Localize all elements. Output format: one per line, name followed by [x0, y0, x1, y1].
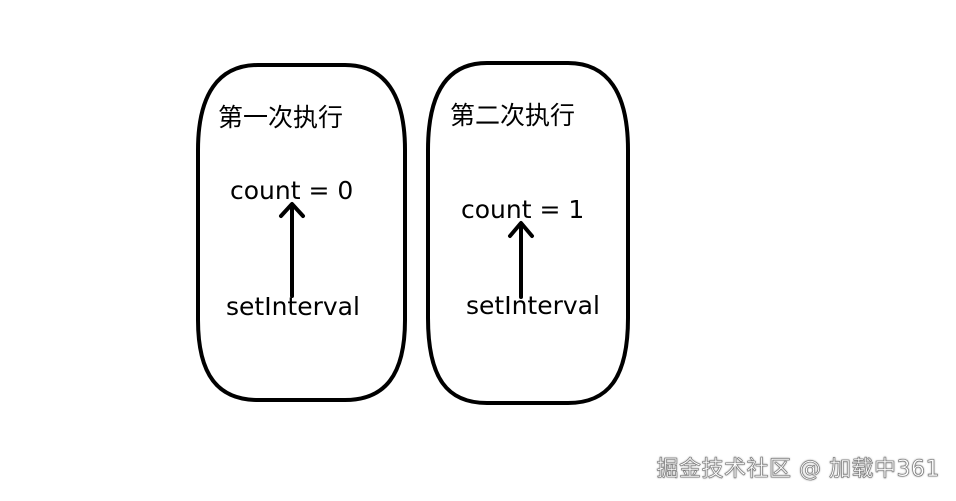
panel-border	[196, 63, 407, 402]
watermark: 掘金技术社区 @ 加载中361	[656, 457, 940, 483]
setinterval-label: setInterval	[226, 292, 360, 321]
panel-title: 第二次执行	[450, 101, 575, 130]
setinterval-label: setInterval	[466, 291, 600, 320]
panel-first-execution: 第一次执行 count = 0 setInterval	[196, 63, 407, 402]
arrow-up-icon	[508, 221, 534, 299]
count-label: count = 1	[461, 195, 584, 224]
panel-border	[426, 61, 630, 405]
arrow-up-icon	[279, 202, 305, 298]
panel-title: 第一次执行	[218, 103, 343, 132]
panel-second-execution: 第二次执行 count = 1 setInterval	[426, 61, 630, 405]
count-label: count = 0	[230, 176, 353, 205]
